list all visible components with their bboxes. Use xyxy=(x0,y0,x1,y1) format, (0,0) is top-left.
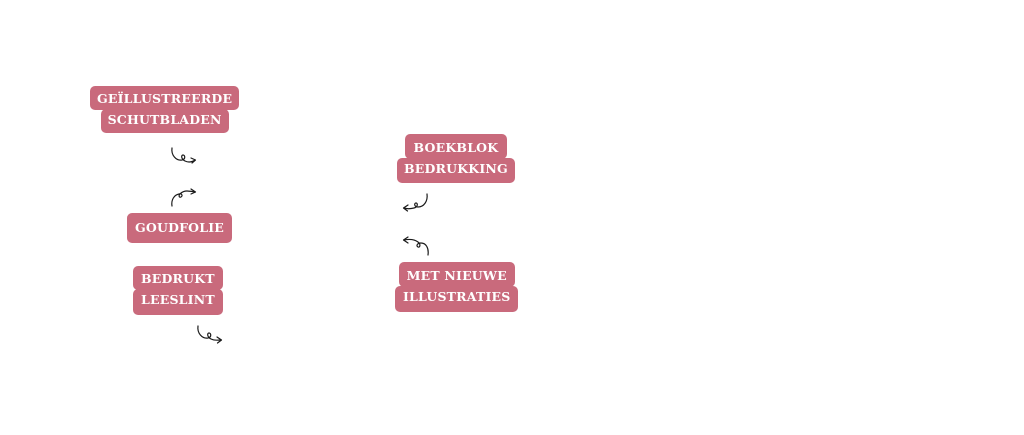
label-gold-foil: GOUDFOLIE xyxy=(127,213,233,243)
curly-arrow-icon xyxy=(197,325,223,344)
label-printed-ribbon: BEDRUKT LEESLINT xyxy=(133,266,223,315)
label-illustrated-endpapers: GEÏLLUSTREERDE SCHUTBLADEN xyxy=(90,86,240,133)
label-line: BEDRUKKING xyxy=(397,158,515,183)
label-line: BOEKBLOK xyxy=(404,134,508,159)
label-edge-printing: BOEKBLOK BEDRUKKING xyxy=(397,134,515,183)
label-line: GEÏLLUSTREERDE xyxy=(90,86,240,110)
label-line: MET NIEUWE xyxy=(398,262,515,287)
curly-arrow-icon xyxy=(171,188,197,207)
curly-arrow-icon xyxy=(402,236,429,256)
label-line: LEESLINT xyxy=(133,289,223,315)
curly-arrow-icon xyxy=(402,193,428,212)
label-line: SCHUTBLADEN xyxy=(100,109,229,133)
label-line: ILLUSTRATIES xyxy=(395,286,519,312)
label-new-illustrations: MET NIEUWE ILLUSTRATIES xyxy=(395,262,519,312)
curly-arrow-icon xyxy=(171,147,197,164)
label-line: BEDRUKT xyxy=(133,266,223,290)
label-line: GOUDFOLIE xyxy=(127,213,233,243)
